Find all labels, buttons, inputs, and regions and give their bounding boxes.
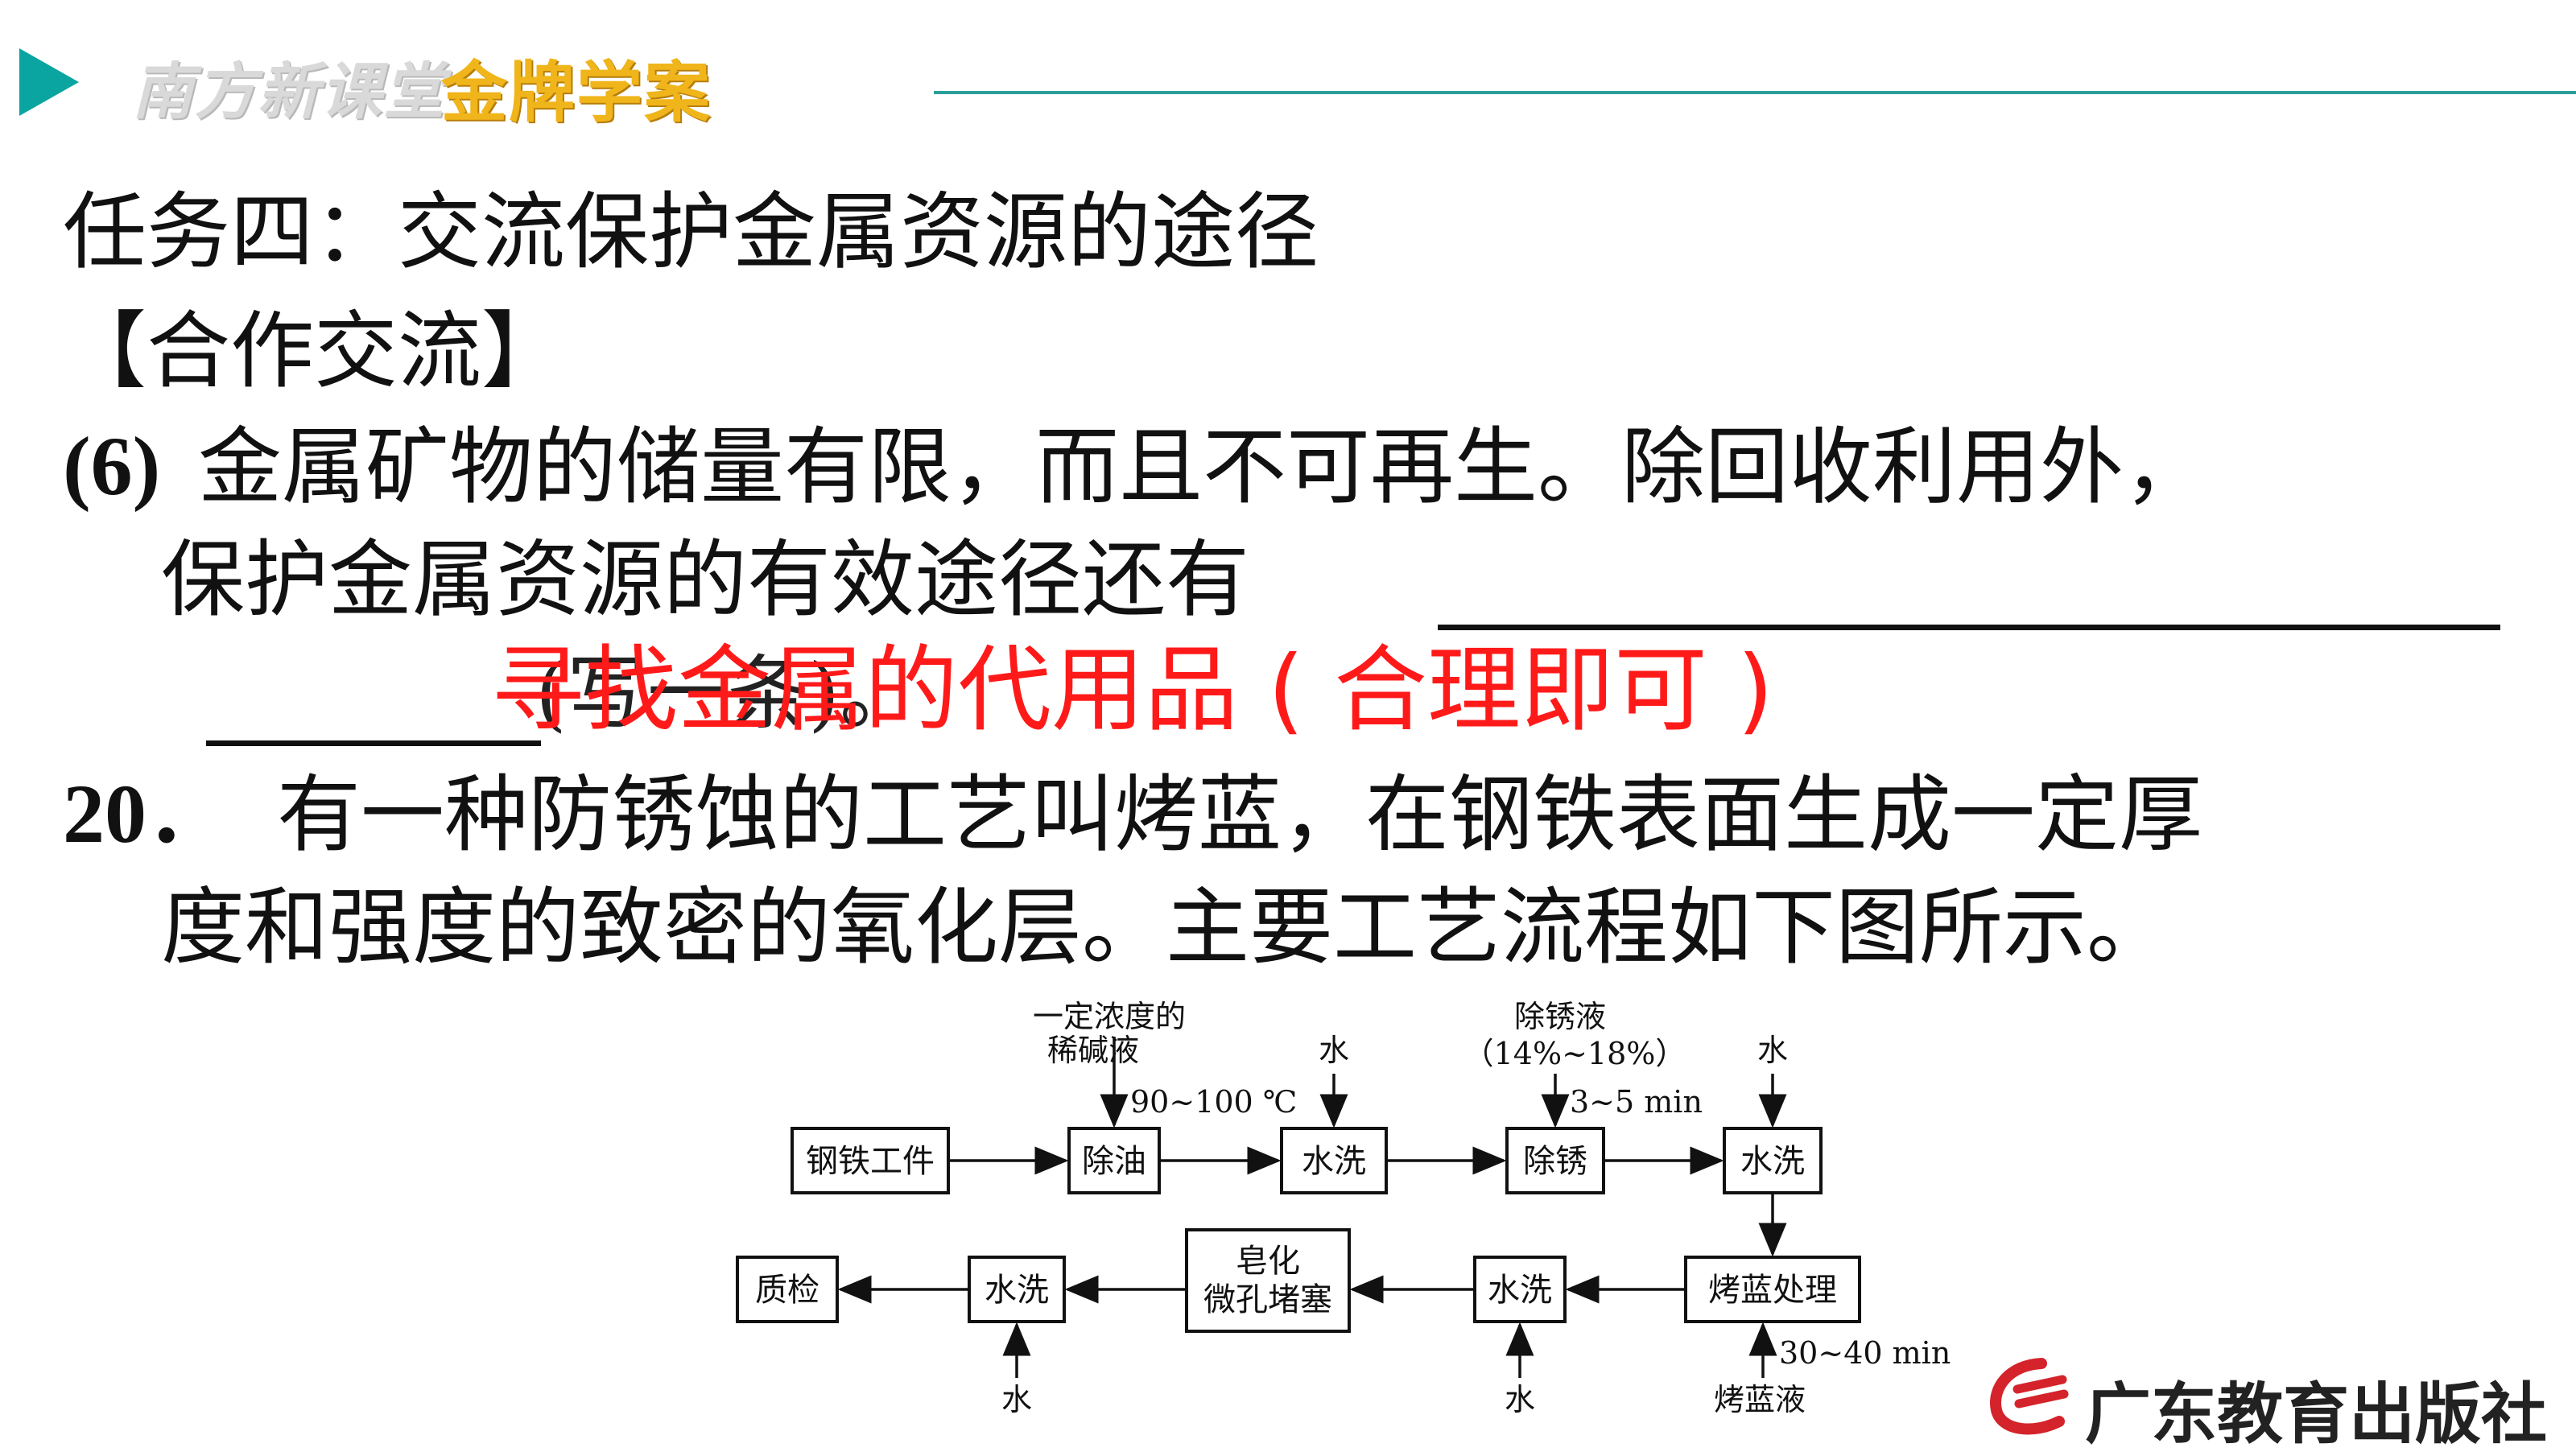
water-label-top1: 水 bbox=[1319, 1033, 1349, 1068]
section-heading: 【合作交流】 bbox=[63, 302, 566, 400]
question6-number: (6) bbox=[63, 420, 161, 513]
box-saponify-line2: 微孔堵塞 bbox=[1203, 1281, 1332, 1318]
question20-line1: 有一种防锈蚀的工艺叫烤蓝，在钢铁表面生成一定厚 bbox=[277, 765, 2203, 864]
question20-line2: 度和强度的致密的氧化层。主要工艺流程如下图所示。 bbox=[161, 878, 2171, 976]
box-wash1-label: 水洗 bbox=[1302, 1143, 1366, 1180]
publisher-logo-icon bbox=[1990, 1358, 2069, 1435]
derust-time-label: 3~5 min bbox=[1570, 1084, 1703, 1120]
series-logo-text: 金牌学案 bbox=[441, 55, 712, 131]
question20-number: 20． bbox=[63, 768, 231, 860]
answer-blank-line1 bbox=[1438, 625, 2500, 630]
water-label-top2: 水 bbox=[1757, 1033, 1788, 1068]
answer-blank-line2 bbox=[206, 740, 541, 746]
box-wash-3 bbox=[1473, 1256, 1567, 1323]
temperature-label: 90~100 ℃ bbox=[1130, 1084, 1297, 1120]
box-bluing-label: 烤蓝处理 bbox=[1708, 1272, 1837, 1309]
box-steel-workpiece bbox=[791, 1127, 950, 1194]
rust-concentration-label: （14%~18%） bbox=[1463, 1036, 1686, 1071]
water-label-bottom2: 水 bbox=[1505, 1382, 1535, 1417]
alkali-label-line2: 稀碱液 bbox=[1047, 1033, 1139, 1068]
box-quality-check bbox=[736, 1256, 839, 1323]
box-wash3-label: 水洗 bbox=[1488, 1272, 1552, 1309]
header-divider bbox=[934, 91, 2576, 94]
brand-logo-text: 南方新课堂 bbox=[132, 56, 446, 127]
box-steel-label: 钢铁工件 bbox=[806, 1143, 935, 1180]
task-title: 任务四：交流保护金属资源的途径 bbox=[63, 183, 1319, 281]
box-bluing bbox=[1684, 1256, 1861, 1323]
box-degrease-label: 除油 bbox=[1082, 1143, 1146, 1180]
water-label-bottom1: 水 bbox=[1001, 1382, 1032, 1417]
box-qc-label: 质检 bbox=[755, 1272, 819, 1309]
rust-liquid-label: 除锈液 bbox=[1514, 999, 1606, 1034]
box-wash-2 bbox=[1723, 1127, 1823, 1194]
play-triangle-icon bbox=[19, 48, 79, 116]
box-derust-label: 除锈 bbox=[1523, 1143, 1587, 1180]
box-wash2-label: 水洗 bbox=[1740, 1143, 1805, 1180]
box-degrease bbox=[1067, 1127, 1161, 1194]
box-saponify bbox=[1185, 1228, 1351, 1333]
box-wash4-label: 水洗 bbox=[985, 1272, 1049, 1309]
bluing-time-label: 30~40 min bbox=[1779, 1335, 1951, 1371]
publisher-name: 广东教育出版社 bbox=[2085, 1376, 2548, 1453]
alkali-label-line1: 一定浓度的 bbox=[1033, 999, 1186, 1034]
bluing-liquid-label: 烤蓝液 bbox=[1714, 1382, 1806, 1417]
box-wash-4 bbox=[968, 1256, 1066, 1323]
answer-text: 寻找金属的代用品 ( 合理即可 ) bbox=[491, 636, 1774, 744]
box-saponify-line1: 皂化 bbox=[1236, 1243, 1300, 1280]
question6-line2: 保护金属资源的有效途径还有 bbox=[161, 530, 1250, 629]
question6-line1: 金属矿物的储量有限，而且不可再生。除回收利用外， bbox=[198, 418, 2208, 516]
question6-tail: (写一条)。 bbox=[535, 646, 921, 740]
